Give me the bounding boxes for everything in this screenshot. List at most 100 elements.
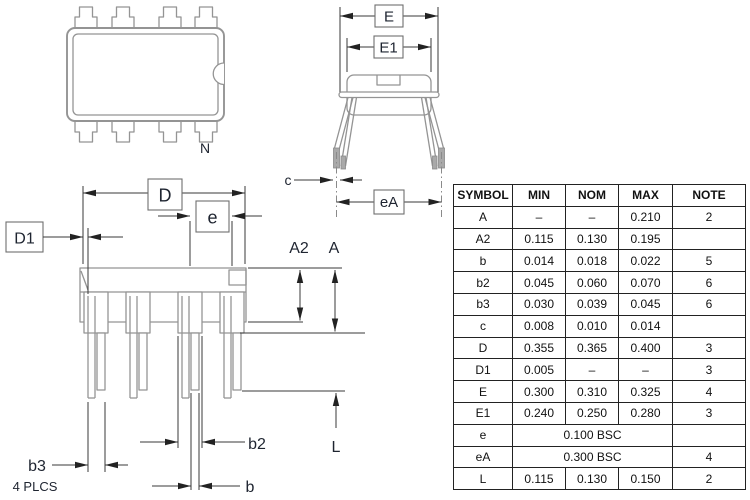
dim-c-label: c [285,172,292,188]
dim-E1: E1 [346,35,432,72]
max-cell: 0.045 [618,292,673,316]
nom-cell: 0.365 [565,336,619,360]
dim-D1-label: D1 [14,231,35,248]
dim-c: c [285,172,362,188]
table-row: eA 0.300 BSC 4 [453,445,746,469]
note-cell: 3 [672,358,746,382]
nom-cell: – [565,358,619,382]
nom-cell: 0.130 [565,467,619,491]
note-cell: 3 [672,336,746,360]
dim-L: L [242,390,345,456]
dim-eA-label: eA [380,194,398,211]
min-cell: 0.240 [512,401,566,425]
nom-cell: 0.010 [565,314,619,338]
table-row: b2 0.045 0.060 0.070 6 [453,271,746,294]
nom-cell: 0.060 [565,271,619,294]
note-cell: 6 [672,292,746,316]
min-cell: 0.115 [512,467,566,491]
body-chamfer [80,270,89,291]
min-cell: 0.030 [512,292,566,316]
symbol-cell: c [453,314,513,338]
dim-b: b [152,393,255,496]
table-row: E1 0.240 0.250 0.280 3 [453,401,746,425]
table-row: b3 0.030 0.039 0.045 6 [453,292,746,316]
dim-A-label: A [329,240,340,257]
nom-cell: 0.310 [565,380,619,403]
col-header-max: MAX [618,184,673,207]
note-cell: 5 [672,249,746,273]
dim-b3-label: b3 [28,458,46,475]
symbol-cell: b2 [453,271,513,294]
dim-b-label: b [246,479,255,496]
table-row: D1 0.005 – – 3 [453,358,746,382]
nom-cell: 0.018 [565,249,619,273]
max-cell: – [618,358,673,382]
nom-cell: 0.130 [565,227,619,251]
table-row: E 0.300 0.310 0.325 4 [453,380,746,403]
max-cell: 0.022 [618,249,673,273]
col-header-min: MIN [512,184,566,207]
max-cell: 0.280 [618,401,673,425]
table-row: A2 0.115 0.130 0.195 [453,227,746,251]
symbol-cell: b3 [453,292,513,316]
package-drawing-svg: N E E1 [5,4,445,496]
min-cell: 0.014 [512,249,566,273]
table-row: A – – 0.210 2 [453,205,746,229]
symbol-cell: D1 [453,358,513,382]
max-cell: 0.400 [618,336,673,360]
end-view-leads [333,97,445,170]
note-cell [672,227,746,251]
max-cell: 0.195 [618,227,673,251]
min-cell: 0.115 [512,227,566,251]
col-header-note: NOTE [672,184,746,207]
dim-A2-label: A2 [289,240,309,257]
max-cell: 0.070 [618,271,673,294]
table-row: L 0.115 0.130 0.150 2 [453,467,746,491]
min-cell: 0.005 [512,358,566,382]
min-cell: 0.355 [512,336,566,360]
max-cell: 0.150 [618,467,673,491]
note-cell: 4 [672,445,746,469]
bsc-cell: 0.100 BSC [512,423,673,447]
end-view-notch [376,75,401,86]
bsc-cell: 0.300 BSC [512,445,673,469]
package-body-outline [66,27,225,122]
note-cell [672,314,746,338]
symbol-cell: L [453,467,513,491]
nom-cell: 0.250 [565,401,619,425]
nom-cell: 0.039 [565,292,619,316]
table-row: b 0.014 0.018 0.022 5 [453,249,746,273]
symbol-cell: E [453,380,513,403]
side-view: D e D1 A2 A [5,178,365,496]
max-cell: 0.325 [618,380,673,403]
dim-D: D [82,178,246,264]
dim-L-label: L [332,439,341,456]
dim-e: e [158,200,262,266]
note-cell: 3 [672,401,746,425]
dim-D1: D1 [5,221,123,294]
dim-D-label: D [159,186,172,206]
note-cell [672,423,746,447]
dim-b2: b2 [140,336,266,453]
col-header-symbol: SYMBOL [453,184,513,207]
bottom-pins [74,120,218,143]
dim-A2-A: A2 A [240,240,365,334]
end-view: E E1 [285,4,445,218]
pin1-index-notch [212,62,225,86]
table-row: e 0.100 BSC [453,423,746,447]
note-cell: 6 [672,271,746,294]
dimension-table: SYMBOL MIN NOM MAX NOTE A – – 0.210 2 A2… [453,184,746,491]
max-cell: 0.014 [618,314,673,338]
lead-shoulder-bar [338,91,440,99]
dim-E-label: E [384,9,394,26]
pin-count-label: N [200,140,210,156]
plcs-note: 4 PLCS [13,479,58,494]
symbol-cell: D [453,336,513,360]
nom-cell: – [565,205,619,229]
note-cell: 2 [672,205,746,229]
table-header-row: SYMBOL MIN NOM MAX NOTE [453,184,746,207]
note-cell: 2 [672,467,746,491]
table-row: D 0.355 0.365 0.400 3 [453,336,746,360]
symbol-cell: E1 [453,401,513,425]
min-cell: 0.045 [512,271,566,294]
